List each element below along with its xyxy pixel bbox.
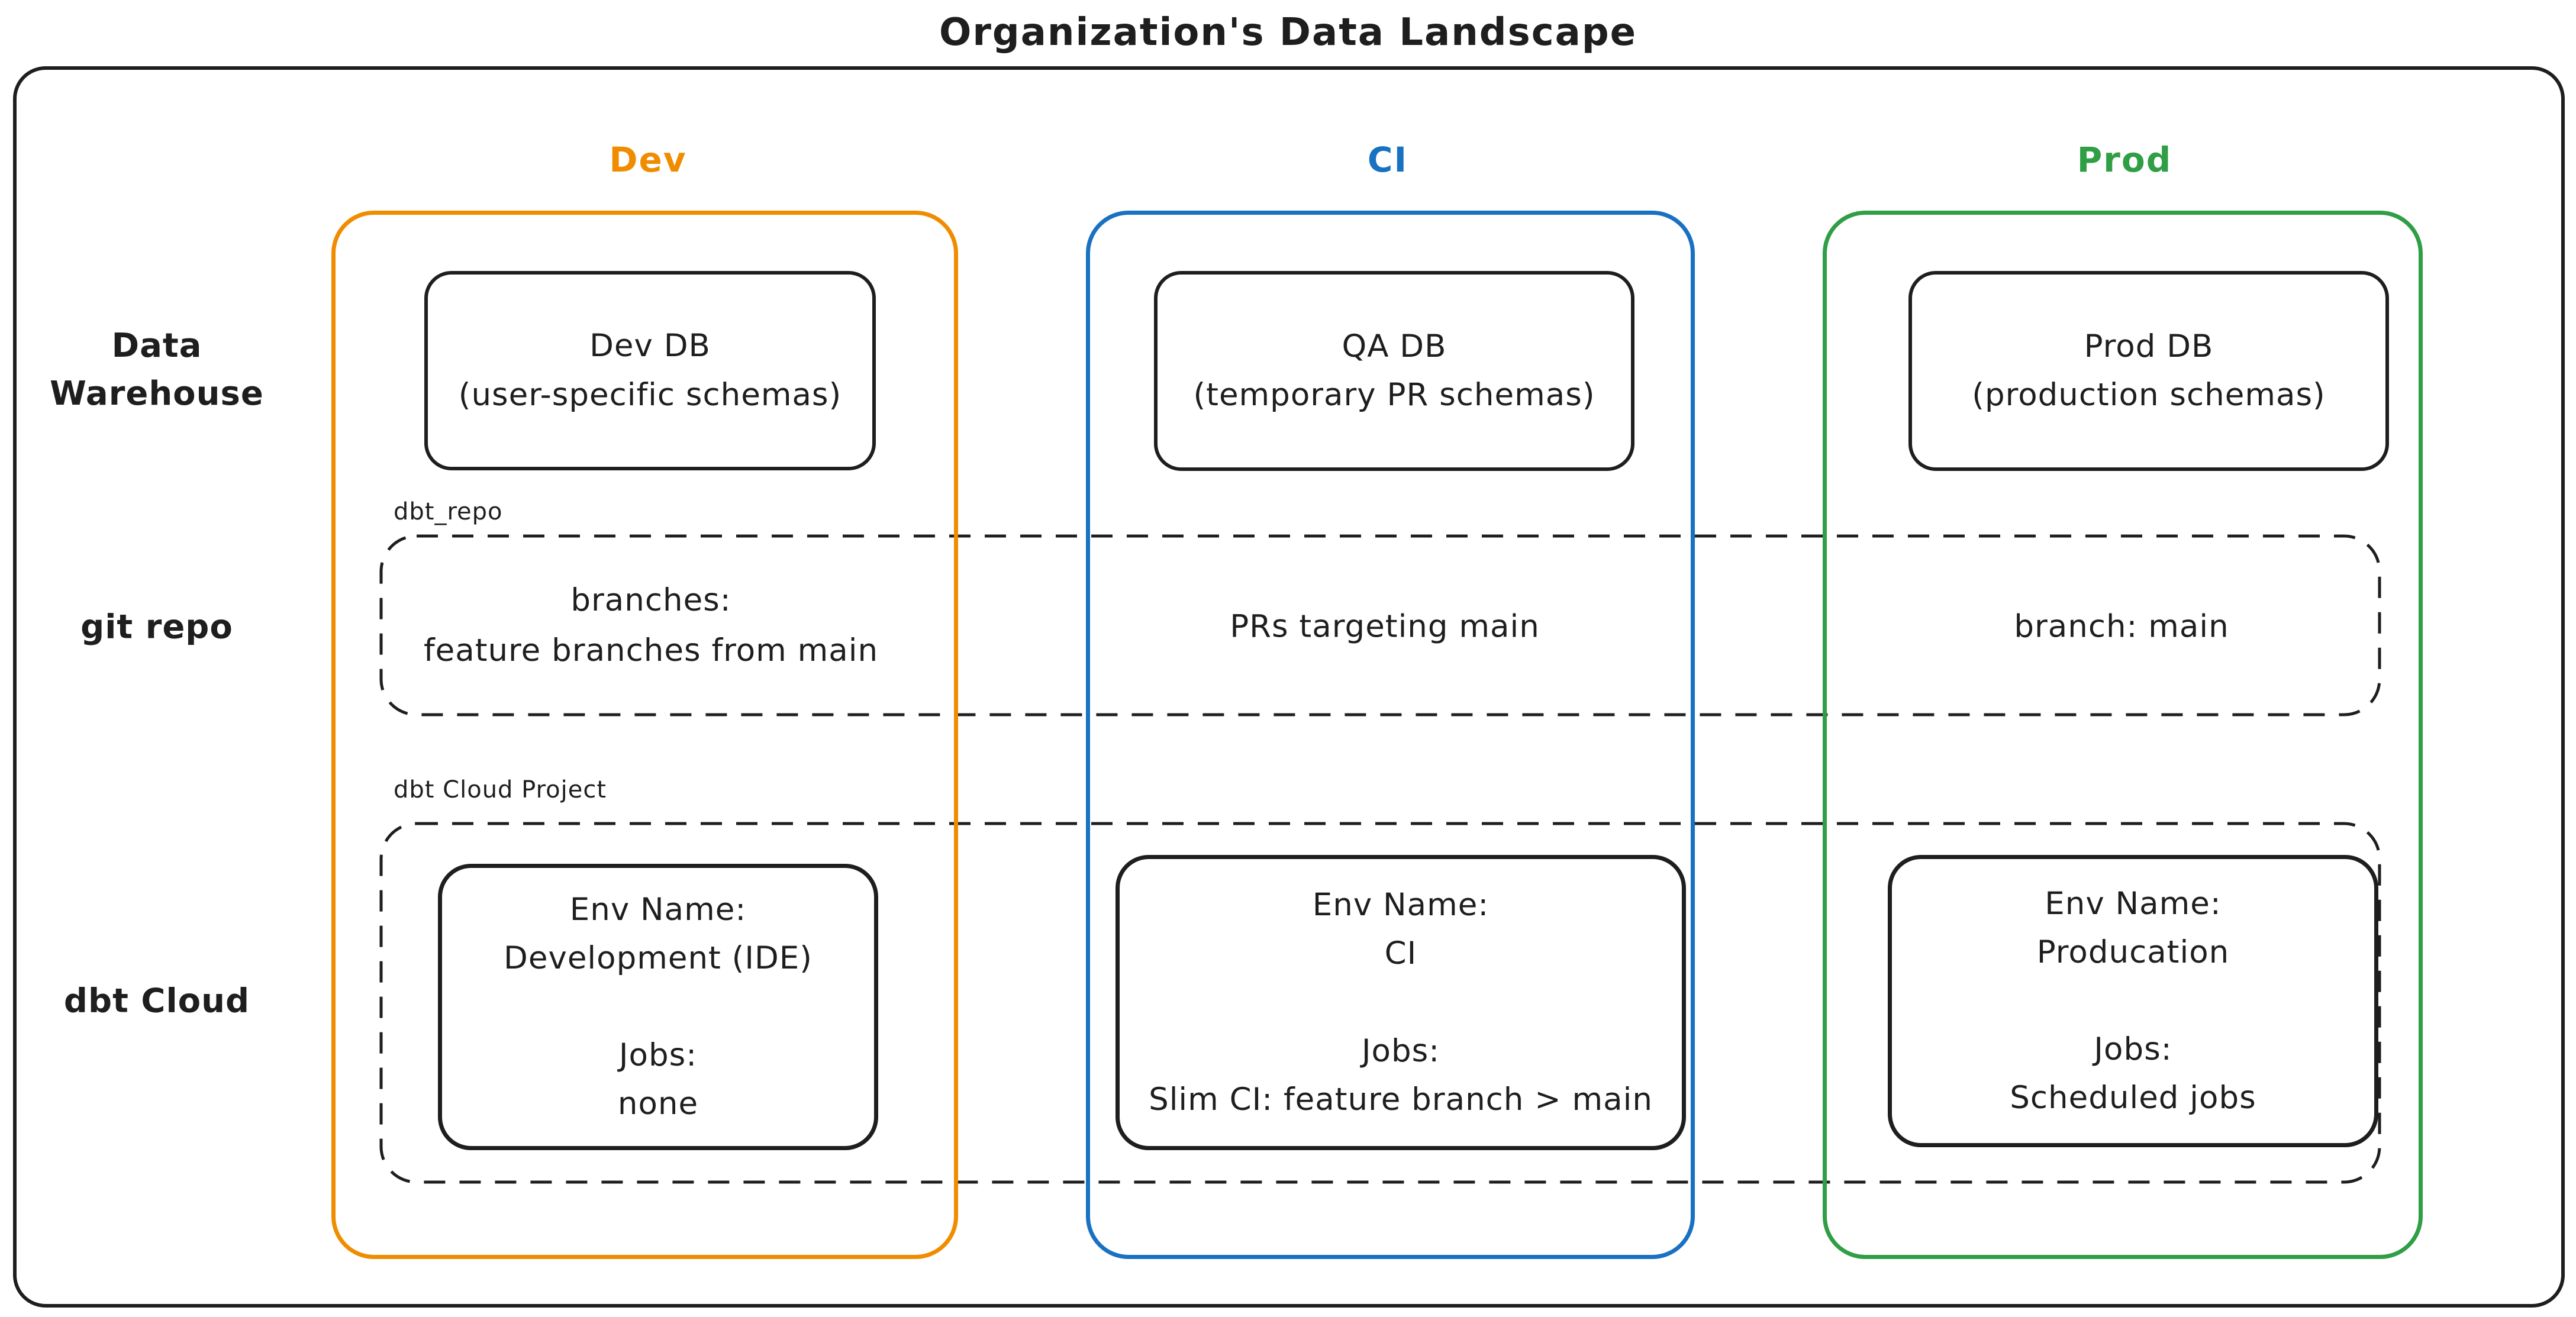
warehouse-box-ci: QA DB (temporary PR schemas) [1154,271,1634,471]
git-repo-band [379,534,2381,716]
git-band-text-ci: PRs targeting main [1230,608,1540,645]
env-column-ci [1086,211,1695,1259]
row-label-git-repo: git repo [80,608,233,647]
dbt-env-box-ci: Env Name: CI Jobs: Slim CI: feature bran… [1115,855,1686,1150]
dbt-env-box-prod: Env Name: Producation Jobs: Scheduled jo… [1888,855,2378,1147]
env-column-prod [1823,211,2423,1259]
row-label-dbt-cloud: dbt Cloud [63,982,250,1021]
column-header-ci: CI [1367,140,1408,180]
column-header-dev: Dev [609,140,687,180]
dbt-cloud-band [379,822,2381,1184]
git-band-text-prod: branch: main [2014,608,2229,645]
diagram-frame [13,66,2565,1308]
env-column-dev [331,211,958,1259]
warehouse-box-dev: Dev DB (user-specific schemas) [424,271,876,470]
git-repo-band-tag: dbt_repo [394,498,503,525]
dbt-cloud-band-tag: dbt Cloud Project [394,776,607,803]
diagram-title: Organization's Data Landscape [939,11,1637,54]
column-header-prod: Prod [2077,140,2172,180]
warehouse-box-prod: Prod DB (production schemas) [1908,271,2389,471]
git-band-text-dev: branches: feature branches from main [423,582,879,669]
dbt-env-box-dev: Env Name: Development (IDE) Jobs: none [438,864,878,1150]
row-label-data-warehouse: Data Warehouse [50,326,264,413]
